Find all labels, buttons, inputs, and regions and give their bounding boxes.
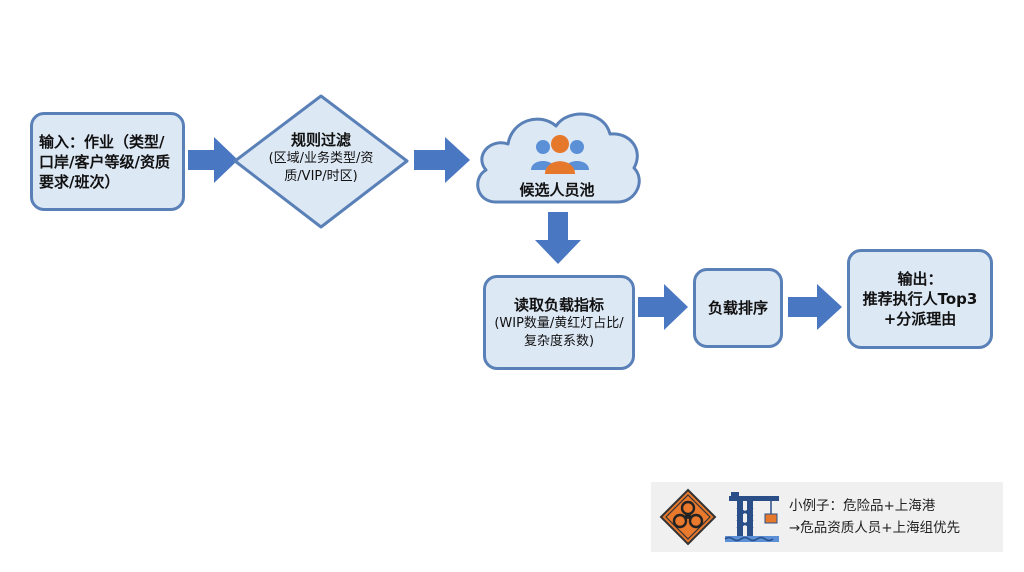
arrow-right-icon (188, 137, 238, 183)
people-group-icon (531, 135, 589, 174)
filter-node-label: 规则过滤 (区域/业务类型/资质/VIP/时区) (252, 130, 390, 186)
load-sort-node: 负载排序 (693, 268, 783, 348)
example-text: 小例子：危险品+上海港 →危品资质人员+上海组优先 (789, 495, 960, 539)
load-metrics-node: 读取负载指标 (WIP数量/黄红灯占比/复杂度系数) (483, 275, 635, 370)
output-title: 输出： (897, 270, 943, 288)
load-detail: (WIP数量/黄红灯占比/复杂度系数) (494, 315, 624, 349)
sort-label: 负载排序 (707, 299, 768, 317)
input-node: 输入：作业（类型/口岸/客户等级/资质要求/班次） (30, 112, 185, 211)
input-node-text: 输入：作业（类型/口岸/客户等级/资质要求/班次） (39, 132, 170, 191)
filter-node (233, 94, 409, 229)
example-line2: →危品资质人员+上海组优先 (789, 520, 961, 536)
example-line1: 小例子：危险品+上海港 (789, 498, 936, 514)
load-title: 读取负载指标 (513, 295, 604, 314)
pool-label: 候选人员池 (519, 181, 595, 199)
output-line1: 推荐执行人Top3 (862, 290, 978, 308)
arrow-right-icon (788, 284, 842, 330)
arrow-down-icon (535, 212, 581, 264)
filter-title: 规则过滤 (290, 131, 351, 149)
candidate-pool-node (476, 112, 641, 204)
port-crane-icon (724, 492, 779, 542)
output-node: 输出： 推荐执行人Top3 +分派理由 (847, 249, 993, 349)
arrow-right-icon (414, 137, 470, 183)
filter-detail: (区域/业务类型/资质/VIP/时区) (268, 151, 374, 184)
biohazard-icon (659, 488, 717, 546)
output-line2: +分派理由 (883, 310, 957, 328)
example-panel: 小例子：危险品+上海港 →危品资质人员+上海组优先 (651, 482, 1003, 552)
arrow-right-icon (638, 284, 688, 330)
